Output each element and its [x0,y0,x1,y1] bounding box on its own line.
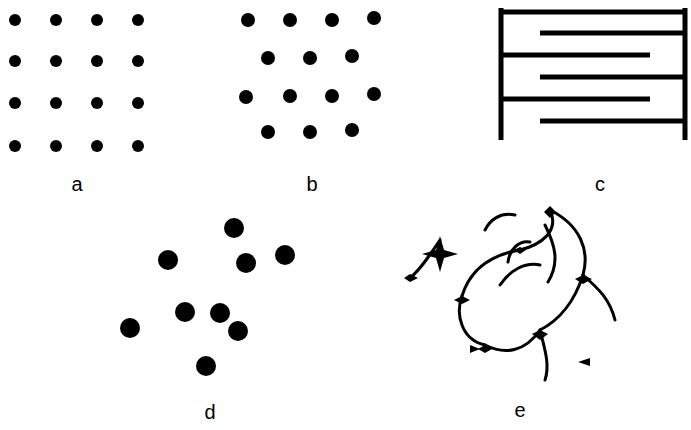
foam-network [410,210,615,380]
plateau-borders [404,206,592,366]
panel-letter: d [204,402,215,422]
panel-letter: e [514,400,525,420]
hexagonal-dot-lattice [239,11,381,139]
square-dot-lattice [9,14,144,152]
lamellar-structure [501,8,685,140]
panel-letter: b [306,174,317,194]
panel-letter: c [595,174,605,194]
panel-letter: a [71,174,82,194]
disordered-droplets [120,218,295,376]
